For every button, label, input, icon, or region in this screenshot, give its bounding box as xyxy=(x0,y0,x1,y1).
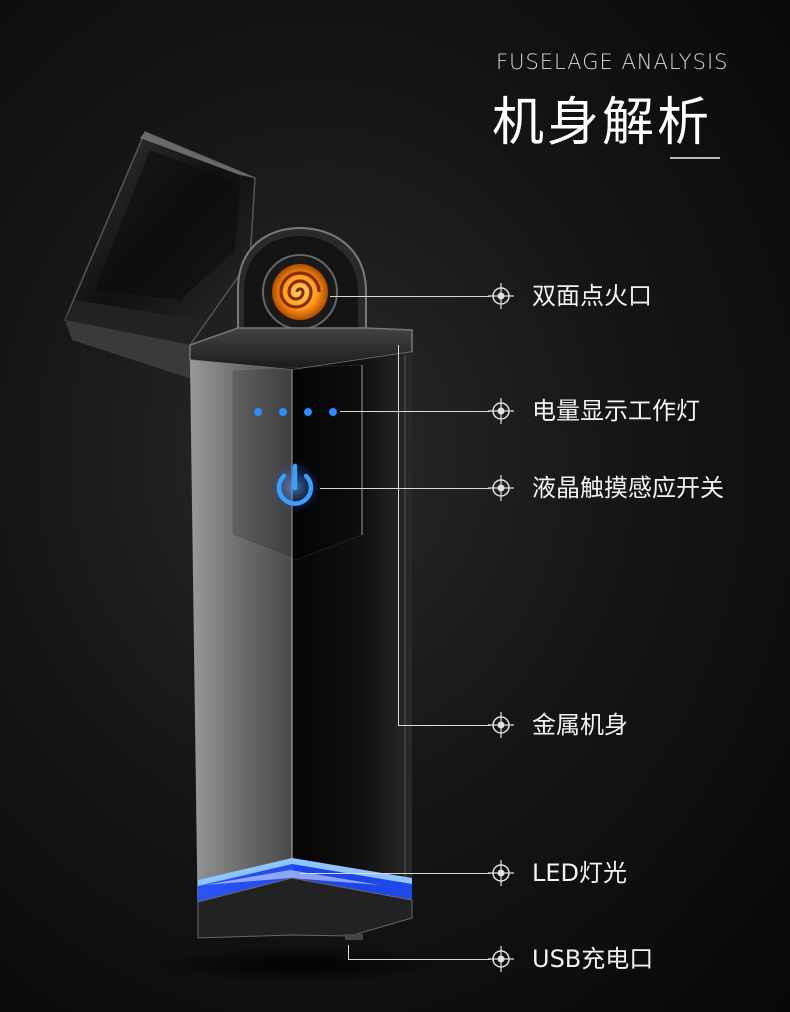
callout-line-usb xyxy=(348,959,490,960)
title-underline xyxy=(670,157,720,159)
battery-indicator-dots xyxy=(254,408,337,416)
power-icon xyxy=(269,461,321,513)
callout-line-switch xyxy=(320,488,490,489)
callout-line-body xyxy=(398,725,490,726)
callout-label-ignition: 双面点火口 xyxy=(532,282,652,310)
lighter-lid xyxy=(63,131,256,380)
callout-label-usb: USB充电口 xyxy=(532,945,654,973)
callout-label-body: 金属机身 xyxy=(532,711,628,739)
callout-line-ignition xyxy=(330,296,490,297)
crosshair-icon xyxy=(488,283,514,309)
callout-connector-body xyxy=(398,345,399,725)
ignition-head xyxy=(237,226,367,336)
subtitle: FUSELAGE ANALYSIS xyxy=(496,50,729,74)
callout-line-led xyxy=(300,873,490,874)
callout-line-battery xyxy=(340,411,490,412)
callout-label-led: LED灯光 xyxy=(532,859,628,887)
crosshair-icon xyxy=(488,398,514,424)
callout-connector-usb xyxy=(348,945,349,959)
crosshair-icon xyxy=(488,475,514,501)
crosshair-icon xyxy=(488,712,514,738)
callout-label-switch: 液晶触摸感应开关 xyxy=(532,474,724,502)
page-title: 机身解析 xyxy=(492,93,713,153)
crosshair-icon xyxy=(488,946,514,972)
callout-label-battery: 电量显示工作灯 xyxy=(532,397,700,425)
crosshair-icon xyxy=(488,860,514,886)
